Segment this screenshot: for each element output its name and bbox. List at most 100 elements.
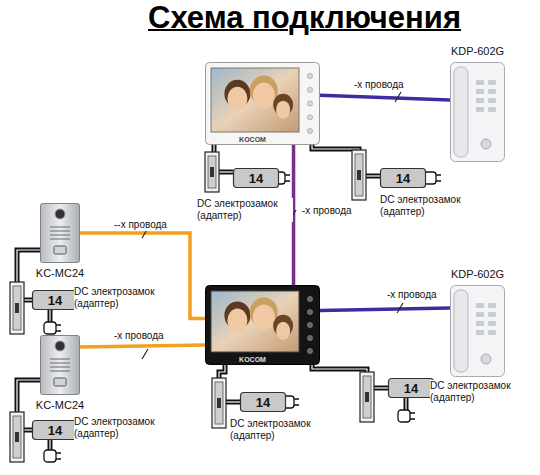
adapter-node: 14DC электрозамок (адаптер) bbox=[32, 420, 78, 440]
lock-latch bbox=[15, 432, 19, 442]
edge-label: --х провода bbox=[112, 219, 169, 231]
adapter-label: DC электрозамок (адаптер) bbox=[197, 198, 293, 222]
adapter-box bbox=[234, 169, 279, 188]
call-panel-node: KC-MC24 bbox=[40, 203, 80, 263]
call-button bbox=[54, 246, 66, 254]
electric-lock bbox=[10, 282, 24, 334]
monitor-button bbox=[307, 115, 312, 120]
lock-plate bbox=[355, 154, 363, 196]
electric-lock bbox=[212, 378, 226, 428]
lock-body bbox=[360, 372, 374, 422]
lock-body bbox=[10, 282, 24, 334]
call-panel-grille bbox=[50, 367, 70, 368]
monitor-button bbox=[307, 335, 312, 340]
plug-prongs bbox=[285, 175, 290, 181]
adapter-node: 14DC электрозамок (адаптер) bbox=[32, 290, 78, 310]
call-panel-grille bbox=[50, 363, 70, 364]
lock-cable bbox=[374, 387, 388, 388]
handset-button bbox=[476, 330, 484, 335]
lock-cable bbox=[226, 400, 240, 405]
callout-number: 14 bbox=[233, 168, 279, 188]
adapter-box bbox=[241, 393, 286, 412]
adapter-label: DC электрозамок (адаптер) bbox=[380, 194, 476, 218]
diagram-title: Схема подключения bbox=[148, 0, 461, 36]
lock-body bbox=[10, 412, 24, 462]
monitor-button bbox=[307, 322, 312, 327]
monitor-button bbox=[307, 296, 312, 301]
call-panel-grille bbox=[50, 239, 70, 240]
power-plug bbox=[424, 172, 441, 184]
callout-number: 14 bbox=[388, 378, 434, 398]
lock-cable bbox=[24, 299, 32, 300]
adapter-label: DC электрозамок (адаптер) bbox=[74, 286, 170, 310]
callout-number: 14 bbox=[32, 290, 78, 310]
device-name: KC-MC24 bbox=[26, 267, 94, 280]
lock-cable bbox=[49, 310, 50, 322]
node-shape bbox=[40, 335, 80, 395]
plug-body bbox=[398, 410, 410, 422]
lock-cables bbox=[17, 145, 424, 450]
handset-button bbox=[488, 303, 496, 308]
handset-button bbox=[476, 312, 484, 317]
lock-cable bbox=[24, 428, 32, 433]
node-shape bbox=[40, 203, 80, 263]
lock-cable bbox=[312, 365, 367, 372]
edge-label: -х провода bbox=[385, 289, 439, 301]
call-panel-grille bbox=[50, 371, 70, 372]
electric-lock bbox=[352, 150, 366, 200]
lock-plate bbox=[208, 156, 216, 188]
monitor-button bbox=[307, 101, 312, 106]
wire-count-mark bbox=[397, 303, 403, 313]
adapter-box bbox=[381, 169, 426, 188]
plug-prongs bbox=[56, 325, 61, 331]
lock-plate bbox=[215, 382, 223, 424]
adapter-label: DC электрозамок (адаптер) bbox=[430, 380, 526, 404]
handset-node: KDP-602G bbox=[450, 285, 505, 377]
lock-cable bbox=[366, 174, 380, 179]
plug-body bbox=[44, 322, 56, 334]
plug-prongs bbox=[56, 453, 61, 459]
brand-logo: KOCOM bbox=[205, 135, 300, 144]
cable-connector bbox=[320, 95, 450, 100]
handset-button bbox=[488, 330, 496, 335]
monitor-node: KOCOM bbox=[205, 285, 320, 365]
power-plug bbox=[44, 322, 61, 334]
lock-cable bbox=[24, 298, 32, 303]
device-name: KDP-602G bbox=[438, 268, 517, 281]
lock-cable bbox=[405, 398, 406, 410]
electric-lock bbox=[205, 152, 219, 192]
lock-body bbox=[352, 150, 366, 200]
lock-symbols bbox=[10, 150, 374, 462]
lock-cable bbox=[312, 145, 359, 150]
call-panel-grille bbox=[50, 359, 70, 360]
lock-latch bbox=[357, 170, 361, 180]
lock-cable bbox=[226, 401, 240, 402]
edge-label: -х провода bbox=[300, 205, 354, 217]
handset-speaker bbox=[481, 139, 491, 149]
wire-count-mark bbox=[395, 92, 401, 102]
call-panel-body bbox=[41, 204, 80, 263]
handset-body bbox=[451, 286, 505, 377]
adapter-box bbox=[33, 291, 78, 310]
adapter-node: 14DC электрозамок (адаптер) bbox=[388, 378, 434, 398]
monitor-button bbox=[307, 87, 312, 92]
lock-cable bbox=[24, 429, 32, 430]
edge-label: -х провода bbox=[352, 79, 406, 91]
electric-lock bbox=[10, 412, 24, 462]
photo-face bbox=[276, 322, 290, 340]
handset-button bbox=[476, 89, 484, 94]
monitor-button bbox=[307, 309, 312, 314]
plug-body bbox=[44, 450, 56, 462]
callout-number: 14 bbox=[240, 392, 286, 412]
adapter-node: 14DC электрозамок (адаптер) bbox=[380, 168, 426, 188]
monitor-screen bbox=[211, 291, 299, 352]
adapter-box bbox=[33, 421, 78, 440]
photo-face bbox=[253, 304, 275, 330]
handset-node: KDP-602G bbox=[450, 62, 505, 162]
device-name: KDP-602G bbox=[438, 45, 517, 58]
monitor-button bbox=[307, 73, 312, 78]
handset-receiver bbox=[454, 67, 468, 157]
power-plug bbox=[398, 410, 415, 422]
lock-cable bbox=[366, 175, 380, 176]
